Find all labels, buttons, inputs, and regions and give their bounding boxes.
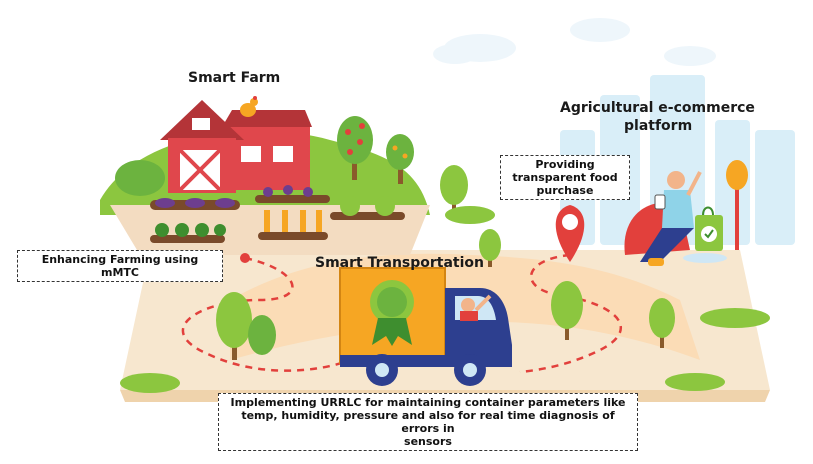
smart-transportation-title: Smart Transportation bbox=[315, 255, 485, 271]
callout-enhancing-farming: Enhancing Farming using mMTC bbox=[17, 250, 223, 282]
quality-badge-icon bbox=[370, 280, 414, 346]
tree-icons bbox=[216, 165, 675, 360]
location-pin-icon bbox=[555, 205, 585, 262]
smart-farm-title: Smart Farm bbox=[188, 70, 281, 86]
apple-tree-icon bbox=[337, 116, 414, 184]
shopper-person-icon bbox=[624, 171, 702, 266]
callout-farming-text: Enhancing Farming using mMTC bbox=[41, 253, 199, 279]
callout-transparent-purchase: Providing transparent food purchase bbox=[500, 155, 630, 200]
ecommerce-title-line1: Agricultural e-commerce bbox=[560, 100, 755, 116]
callout-purchase-line2: transparent food bbox=[512, 171, 618, 184]
ecommerce-title-line2: platform bbox=[624, 118, 693, 134]
callout-urllc-line3: sensors bbox=[404, 435, 452, 448]
callout-urllc: Implementing URRLC for maintaining conta… bbox=[218, 393, 638, 451]
delivery-truck-icon bbox=[339, 267, 512, 386]
driver-icon bbox=[460, 294, 492, 321]
street-lamp-icon bbox=[726, 160, 748, 250]
barn-icon bbox=[160, 100, 312, 193]
route-lines bbox=[181, 253, 622, 374]
route-start-dot bbox=[240, 253, 250, 263]
cloud-icon bbox=[433, 18, 716, 66]
shopping-bag-icon bbox=[683, 206, 727, 263]
callout-urllc-line2: temp, humidity, pressure and also for re… bbox=[241, 409, 615, 435]
callout-urllc-line1: Implementing URRLC for maintaining conta… bbox=[230, 396, 626, 409]
callout-purchase-line3: purchase bbox=[536, 184, 594, 197]
crop-rows bbox=[115, 160, 405, 243]
rooster-icon bbox=[240, 96, 258, 117]
callout-purchase-line1: Providing bbox=[535, 158, 595, 171]
